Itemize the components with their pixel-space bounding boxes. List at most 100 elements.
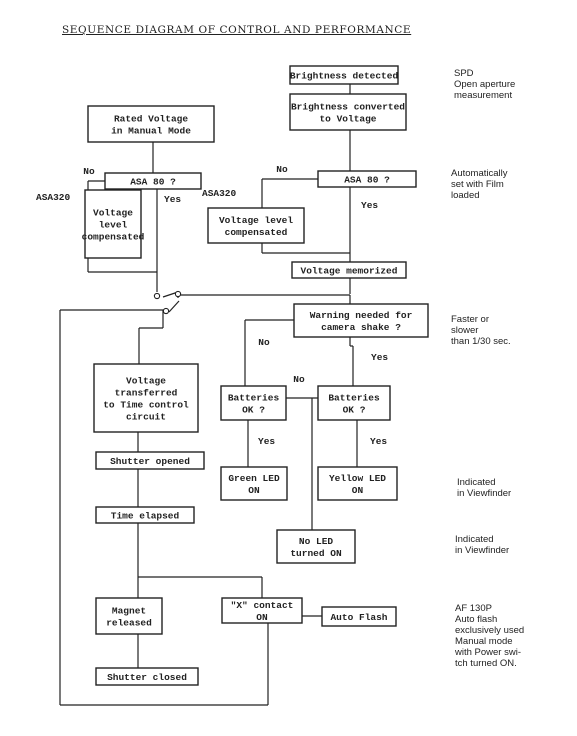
indicated2-note-line: in Viewfinder — [455, 545, 509, 556]
shutter-closed-text: Shutter closed — [107, 672, 187, 683]
auto-flash-frame — [321, 606, 397, 627]
indicated1-note-line: in Viewfinder — [457, 488, 511, 499]
voltage-transferred-text: Voltage — [126, 376, 166, 387]
magnet-released-text: Magnet — [112, 606, 146, 617]
rated-voltage-text: Rated Voltage — [114, 114, 188, 125]
warning-shake-text: Warning needed for — [310, 310, 413, 321]
brightness-converted-text: Brightness converted — [291, 102, 405, 113]
spd-note-line: measurement — [454, 90, 512, 101]
batteries-left-frame — [220, 385, 287, 421]
magnet-released-text: released — [106, 618, 152, 629]
voltage-transferred-text: to Time control — [103, 400, 189, 411]
faster-note-line: slower — [451, 325, 478, 336]
voltage-comp-right-text: Voltage level — [219, 215, 293, 226]
voltage-memorized-box: Voltage memorized — [291, 261, 407, 279]
auto-flash-text: Auto Flash — [330, 612, 387, 623]
shutter-opened-text: Shutter opened — [110, 456, 190, 467]
asa80-left-box: ASA 80 ? — [104, 172, 202, 190]
voltage-memorized-frame — [291, 261, 407, 279]
faster-note-line: Faster or — [451, 314, 489, 325]
voltage-comp-left-text: level — [99, 220, 128, 231]
warning-shake-text: camera shake ? — [321, 322, 401, 333]
batteries-left-text: Batteries — [228, 393, 280, 404]
asa80-right-frame — [317, 170, 417, 188]
brightness-converted-frame — [289, 93, 407, 131]
rated-voltage-text: in Manual Mode — [111, 126, 191, 137]
no-asa-left-label: No — [83, 166, 95, 177]
time-elapsed-box: Time elapsed — [95, 506, 195, 524]
magnet-released-frame — [95, 597, 163, 635]
batteries-left-text: OK ? — [242, 405, 265, 416]
connector-lines — [59, 84, 358, 706]
switch-contact — [174, 290, 182, 298]
switch-contact — [153, 292, 161, 300]
auto-flash-box: Auto Flash — [321, 606, 397, 627]
brightness-detected-box: Brightness detected — [289, 65, 399, 85]
green-led-text: Green LED — [228, 473, 280, 484]
auto-set-note-line: set with Film — [451, 179, 504, 190]
yes-batt-left-label: Yes — [258, 436, 275, 447]
x-contact-frame — [221, 597, 303, 624]
x-contact-text: "X" contact — [231, 600, 294, 611]
af130p-note-line: AF 130P — [455, 603, 492, 614]
yes-asa-right-label: Yes — [361, 200, 378, 211]
auto-set-note-line: Automatically — [451, 168, 508, 179]
af130p-note-line: Manual mode — [455, 636, 513, 647]
af130p-note-line: Auto flash — [455, 614, 497, 625]
yes-batt-right-label: Yes — [370, 436, 387, 447]
no-led-text: No LED — [299, 536, 334, 547]
voltage-comp-left-text: compensated — [82, 232, 145, 243]
no-asa-right-label: No — [276, 164, 288, 175]
yellow-led-frame — [317, 466, 398, 501]
time-elapsed-frame — [95, 506, 195, 524]
rated-voltage-frame — [87, 105, 215, 143]
voltage-memorized-text: Voltage memorized — [301, 266, 398, 277]
brightness-converted-text: to Voltage — [319, 114, 376, 125]
shutter-opened-box: Shutter opened — [95, 451, 205, 470]
asa80-right-box: ASA 80 ? — [317, 170, 417, 188]
indicated1-note-line: Indicated — [457, 477, 496, 488]
voltage-comp-left-frame — [84, 189, 142, 259]
yes-asa-left-label: Yes — [164, 194, 181, 205]
asa80-left-frame — [104, 172, 202, 190]
yellow-led-text: Yellow LED — [329, 473, 386, 484]
time-elapsed-text: Time elapsed — [111, 511, 180, 522]
shutter-closed-box: Shutter closed — [95, 667, 199, 686]
batteries-right-frame — [317, 385, 391, 421]
voltage-comp-left-text: Voltage — [93, 208, 133, 219]
no-warning-label: No — [258, 337, 270, 348]
voltage-comp-right-text: compensated — [225, 227, 288, 238]
asa320-right-label: ASA320 — [202, 188, 237, 199]
green-led-text: ON — [248, 485, 260, 496]
voltage-transferred-text: transferred — [115, 388, 178, 399]
af130p-note-line: exclusively used — [455, 625, 524, 636]
spd-note-line: Open aperture — [454, 79, 515, 90]
af130p-note-line: with Power swi- — [454, 647, 521, 658]
yes-warning-label: Yes — [371, 352, 388, 363]
asa80-left-text: ASA 80 ? — [130, 177, 176, 188]
asa320-left-label: ASA320 — [36, 192, 71, 203]
batteries-right-text: OK ? — [343, 405, 366, 416]
brightness-detected-text: Brightness detected — [290, 71, 399, 82]
af130p-note-line: tch turned ON. — [455, 658, 517, 669]
no-led-frame — [276, 529, 356, 564]
